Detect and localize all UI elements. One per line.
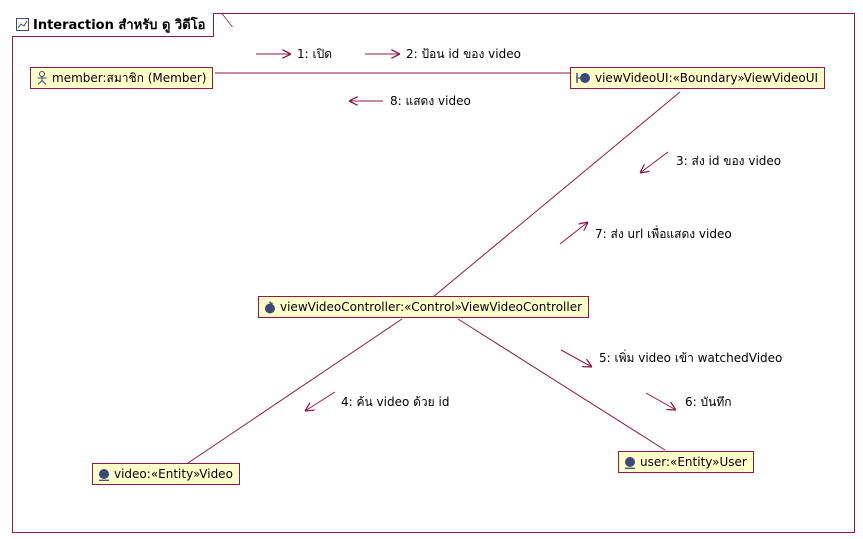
message-2-label: 2: ป้อน id ของ video	[406, 47, 521, 61]
message-6-label: 6: บันทึก	[685, 395, 732, 409]
link-controller-video	[187, 318, 403, 464]
lifeline-member[interactable]: member:สมาชิก (Member)	[30, 67, 214, 89]
lifeline-view-video-controller[interactable]: viewVideoController:«Control»ViewVideoCo…	[258, 296, 590, 318]
link-controller-user	[457, 318, 666, 451]
message-4-label: 4: ค้น video ด้วย id	[341, 395, 450, 409]
entity-icon	[99, 468, 109, 481]
message-7-label: 7: ส่ง url เพื่อแสดง video	[595, 227, 732, 241]
lifeline-video[interactable]: video:«Entity»Video	[92, 463, 240, 485]
message-5-label: 5: เพิ่ม video เข้า watchedVideo	[599, 351, 783, 365]
lifeline-user-label: user:«Entity»User	[640, 455, 747, 469]
entity-icon	[625, 456, 635, 469]
frame-title-tab: Interaction สำหรับ ดู วิดีโอ	[12, 13, 215, 37]
interaction-frame	[12, 13, 855, 533]
arrow-m5	[560, 349, 592, 367]
lifeline-video-label: video:«Entity»Video	[114, 467, 233, 481]
lifeline-view-video-controller-label: viewVideoController:«Control»ViewVideoCo…	[280, 300, 583, 314]
lifeline-view-video-ui-label: viewVideoUI:«Boundary»ViewVideoUI	[595, 71, 819, 85]
link-ui-controller	[432, 91, 681, 298]
arrow-m7	[559, 222, 588, 245]
arrow-m4	[305, 391, 336, 411]
message-3-label: 3: ส่ง id ของ video	[676, 154, 782, 168]
actor-icon	[37, 71, 47, 85]
boundary-icon	[576, 73, 590, 83]
message-1-label: 1: เปิด	[297, 47, 333, 61]
frame-title: Interaction สำหรับ ดู วิดีโอ	[33, 18, 206, 33]
lifeline-view-video-ui[interactable]: viewVideoUI:«Boundary»ViewVideoUI	[570, 67, 826, 89]
interaction-diagram-icon	[16, 18, 29, 31]
arrow-m3	[640, 151, 669, 173]
lifeline-user[interactable]: user:«Entity»User	[618, 451, 754, 473]
arrow-m6	[645, 392, 676, 410]
message-8-label: 8: แสดง video	[390, 94, 471, 108]
lifeline-member-label: member:สมาชิก (Member)	[52, 70, 207, 85]
control-icon	[265, 300, 275, 313]
